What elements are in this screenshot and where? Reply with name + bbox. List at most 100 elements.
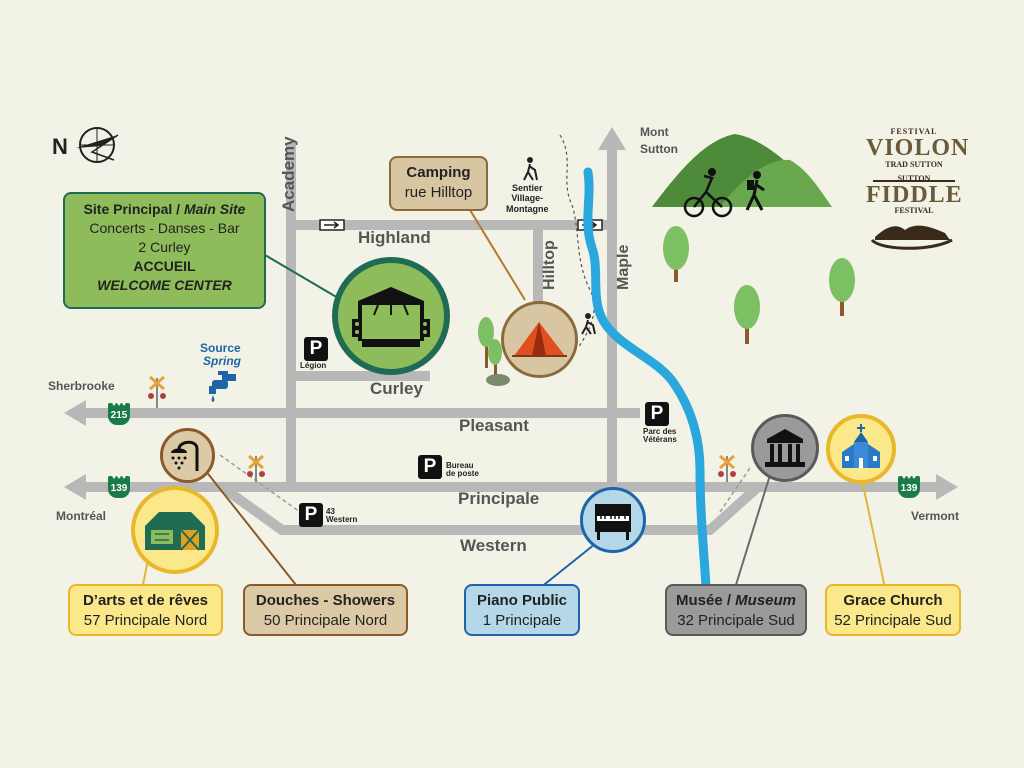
camping-title: Camping bbox=[406, 164, 471, 181]
route-shield-139-west: 139 bbox=[108, 473, 130, 498]
camping-marker[interactable] bbox=[501, 301, 578, 378]
road-label-principale: Principale bbox=[458, 489, 540, 508]
trail-path bbox=[559, 134, 595, 349]
direction-vermont: Vermont bbox=[911, 509, 960, 523]
road-label-curley: Curley bbox=[370, 379, 423, 398]
road-label-highland: Highland bbox=[358, 228, 431, 247]
barn-icon bbox=[145, 512, 205, 551]
direction-montreal: Montréal bbox=[56, 509, 107, 523]
road-arrows bbox=[64, 127, 958, 500]
church-title: Grace Church bbox=[843, 592, 943, 609]
tree-icon bbox=[478, 317, 510, 386]
hiker-icon bbox=[523, 157, 538, 181]
faucet-icon bbox=[209, 371, 236, 402]
main-site-address: 2 Curley bbox=[138, 238, 191, 255]
logo-fiddle: FIDDLE bbox=[866, 182, 963, 208]
trail-label: Sentier Village- Montagne bbox=[506, 183, 549, 214]
arts-marker[interactable] bbox=[131, 486, 219, 574]
arts-callout[interactable]: D’arts et de rêves 57 Principale Nord bbox=[68, 584, 223, 636]
piano-title: Piano Public bbox=[476, 592, 567, 609]
main-site-activities: Concerts - Danses - Bar bbox=[89, 219, 240, 236]
festival-logo bbox=[870, 180, 955, 250]
logo-festival-top: FESTIVAL bbox=[890, 127, 938, 136]
tree-icon bbox=[663, 226, 689, 282]
church-callout[interactable]: Grace Church 52 Principale Sud bbox=[825, 584, 961, 636]
railroad-crossing-icon bbox=[148, 375, 166, 408]
railroad-crossing-icon bbox=[247, 454, 265, 482]
tree-icon bbox=[734, 285, 760, 344]
parking-icon: P bbox=[418, 455, 442, 479]
compass-icon bbox=[76, 127, 119, 163]
museum-title: Musée / bbox=[675, 592, 736, 609]
tent-icon bbox=[512, 322, 567, 357]
logo-sutton: SUTTON bbox=[897, 174, 931, 183]
rail-line-right bbox=[719, 467, 751, 513]
showers-marker[interactable] bbox=[160, 428, 215, 483]
camping-callout[interactable]: Camping rue Hilltop bbox=[389, 156, 488, 211]
arrow-vermont bbox=[936, 474, 958, 500]
spring-label-en: Spring bbox=[203, 354, 241, 369]
river bbox=[583, 167, 713, 625]
direction-sherbrooke: Sherbrooke bbox=[48, 379, 115, 393]
church-marker[interactable] bbox=[826, 414, 896, 484]
trees bbox=[478, 226, 855, 386]
parking-caption-veterans: Parc des Vétérans bbox=[643, 427, 677, 445]
arts-address: 57 Principale Nord bbox=[83, 612, 208, 630]
direction-mont-sutton: Mont Sutton bbox=[640, 125, 678, 157]
route-shield-215: 215 bbox=[108, 400, 130, 425]
hiker-icon bbox=[581, 313, 596, 335]
main-site-welcome-en: WELCOME CENTER bbox=[97, 276, 232, 293]
shower-icon bbox=[171, 440, 199, 471]
spring-label: Source Spring bbox=[200, 341, 241, 369]
museum-marker[interactable] bbox=[751, 414, 819, 482]
logo-trad: TRAD SUTTON bbox=[885, 160, 943, 169]
church-address: 52 Principale Sud bbox=[834, 612, 952, 630]
museum-address: 32 Principale Sud bbox=[677, 612, 795, 630]
route-shield-139-east: 139 bbox=[898, 473, 920, 498]
main-site-title: Site Principal / bbox=[83, 201, 184, 217]
arts-title: D’arts et de rêves bbox=[82, 592, 209, 609]
church-icon bbox=[842, 424, 880, 468]
parking-caption-legion: Légion bbox=[300, 361, 327, 370]
road-western bbox=[219, 482, 762, 535]
road-label-western: Western bbox=[460, 536, 527, 555]
museum-icon bbox=[765, 429, 805, 467]
railroad-crossing-icon bbox=[718, 454, 736, 482]
arrow-mont-sutton bbox=[598, 127, 626, 150]
showers-title: Douches - Showers bbox=[255, 592, 396, 609]
spring-label-fr: Source bbox=[200, 341, 241, 355]
main-site-title-en: Main Site bbox=[183, 201, 246, 217]
showers-address: 50 Principale Nord bbox=[263, 612, 388, 630]
mountain-icon bbox=[652, 134, 832, 218]
showers-callout[interactable]: Douches - Showers 50 Principale Nord bbox=[243, 584, 408, 636]
parking-icon: P bbox=[645, 402, 669, 426]
connector-lines bbox=[141, 209, 886, 591]
stage-icon bbox=[352, 287, 430, 347]
main-site-marker[interactable] bbox=[332, 257, 450, 375]
arrow-montreal bbox=[64, 474, 86, 500]
arrow-sherbrooke bbox=[64, 400, 86, 426]
road-label-pleasant: Pleasant bbox=[459, 416, 529, 435]
north-label: N bbox=[52, 134, 68, 159]
parking-icon: P bbox=[304, 337, 328, 361]
rail-line-left bbox=[219, 454, 301, 513]
main-site-welcome-fr: ACCUEIL bbox=[133, 257, 196, 274]
festival-logo-text: FESTIVAL VIOLON TRAD SUTTON SUTTON FIDDL… bbox=[866, 127, 970, 215]
road-label-maple: Maple bbox=[615, 244, 632, 290]
museum-title-en: Museum bbox=[735, 592, 797, 609]
piano-marker[interactable] bbox=[580, 487, 646, 553]
road-label-hilltop: Hilltop bbox=[541, 240, 558, 290]
parking-caption-post-office: Bureau de poste bbox=[446, 461, 479, 479]
parking-caption-43-western: 43 Western bbox=[326, 507, 358, 525]
museum-callout[interactable]: Musée / Museum 32 Principale Sud bbox=[665, 584, 807, 636]
logo-violon: VIOLON bbox=[866, 135, 970, 161]
road-label-academy: Academy bbox=[279, 136, 298, 212]
piano-callout[interactable]: Piano Public 1 Principale bbox=[464, 584, 580, 636]
tree-icon bbox=[829, 258, 855, 316]
main-site-callout[interactable]: Site Principal / Main Site Concerts - Da… bbox=[63, 192, 266, 309]
parking-icon: P bbox=[299, 503, 323, 527]
logo-festival-bottom: FESTIVAL bbox=[894, 206, 934, 215]
piano-icon bbox=[595, 504, 631, 540]
